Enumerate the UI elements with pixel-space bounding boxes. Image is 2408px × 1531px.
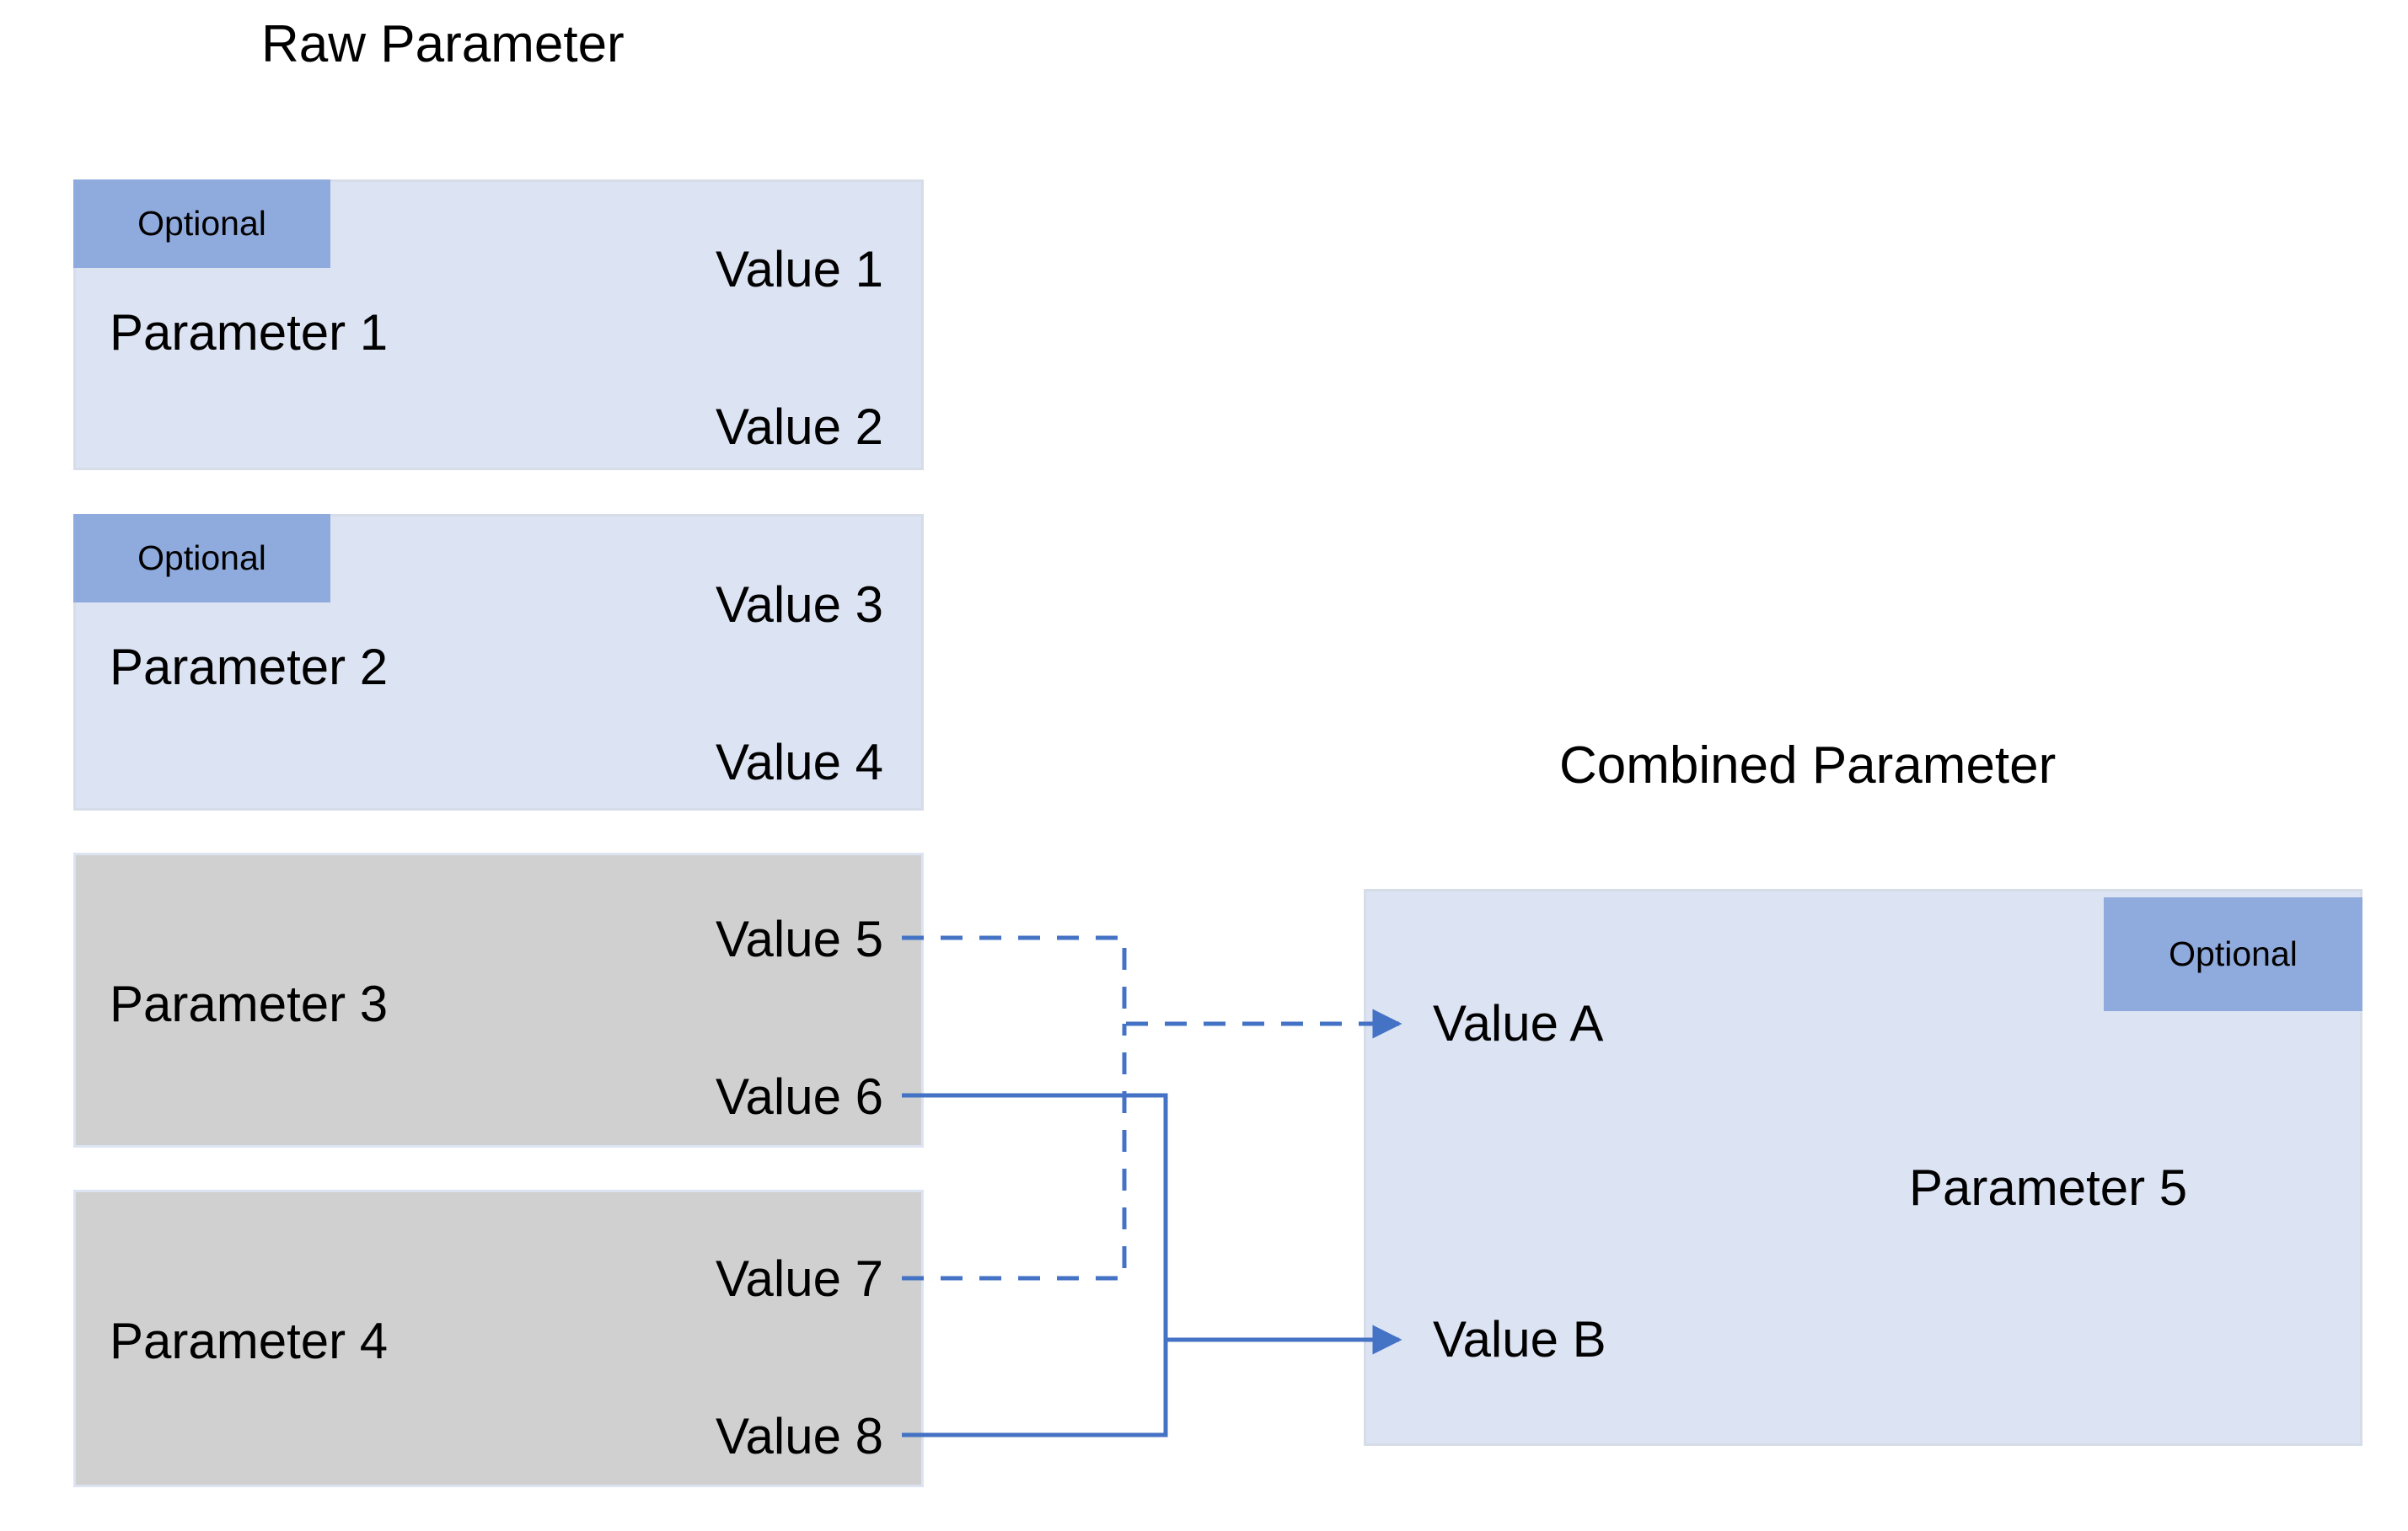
value-label-6: Value 6 [715,1068,883,1125]
parameter-name-3: Parameter 3 [110,976,389,1032]
value-label-8: Value 8 [715,1408,883,1464]
combined-parameter-name: Parameter 5 [1909,1159,2188,1216]
value-label-5: Value 5 [715,911,883,967]
optional-badge-parameter-1: Optional [73,179,330,268]
parameter-name-2: Parameter 2 [110,639,389,695]
optional-badge-parameter-2: Optional [73,514,330,602]
optional-badge-parameter-5: Optional [2104,897,2362,1011]
combined-value-label-b: Value B [1433,1311,1606,1368]
parameter-name-4: Parameter 4 [110,1313,389,1369]
value-label-7: Value 7 [715,1250,883,1307]
value-label-4: Value 4 [715,734,883,790]
connector-value6-to-valueB [902,1093,1402,1355]
combined-parameter-title: Combined Parameter [1559,736,2057,795]
raw-parameter-title: Raw Parameter [261,15,625,73]
value-label-3: Value 3 [715,576,883,633]
combined-value-label-a: Value A [1433,995,1604,1052]
parameter-box-3[interactable] [73,853,924,1148]
connector-value8-to-valueB [902,1340,1168,1437]
parameter-name-1: Parameter 1 [110,304,389,361]
connector-value5-to-valueA [902,935,1402,1039]
connector-value7-to-valueA [902,1024,1127,1281]
parameter-box-4[interactable] [73,1190,924,1487]
value-label-2: Value 2 [715,399,883,455]
value-label-1: Value 1 [715,241,883,297]
